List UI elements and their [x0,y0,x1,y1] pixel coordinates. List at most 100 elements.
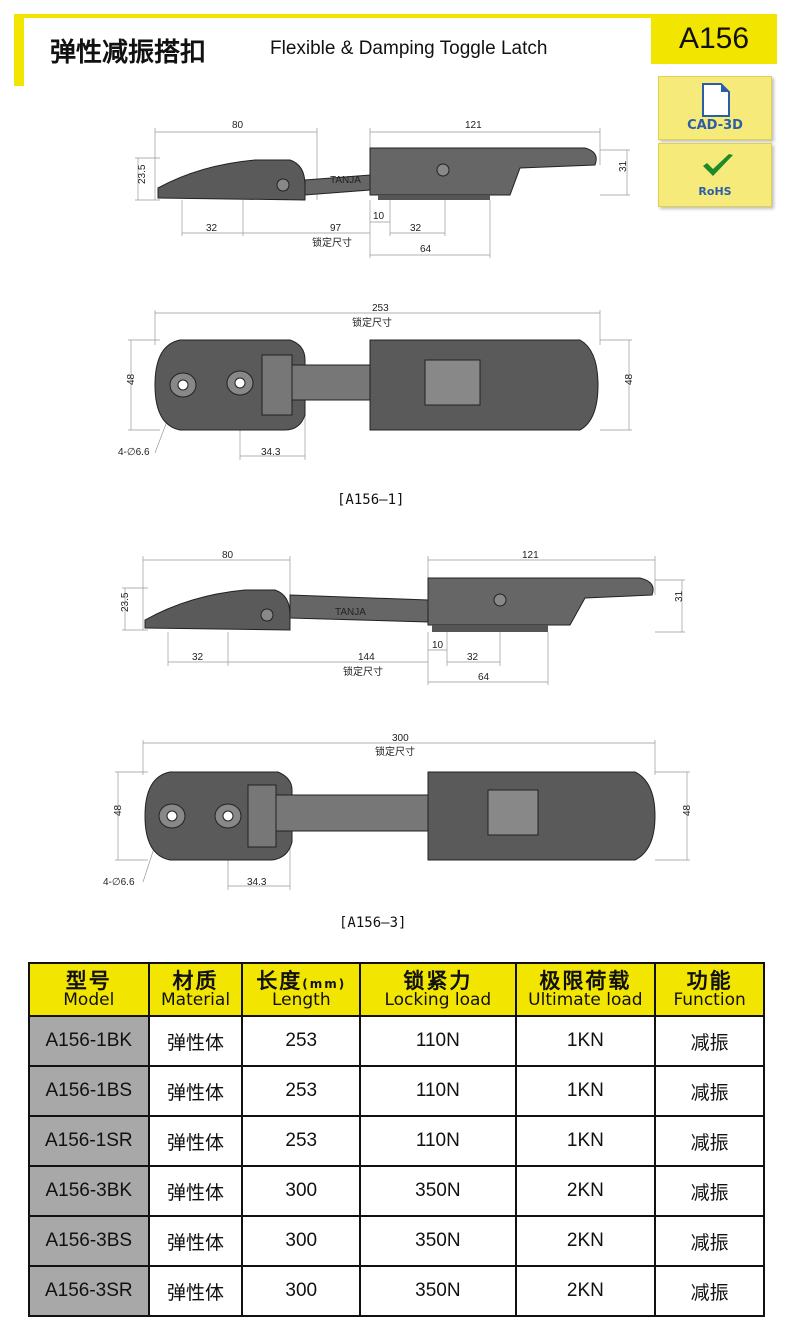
page-title-cn: 弹性减振搭扣 [50,38,207,68]
svg-text:31: 31 [674,590,685,602]
table-row: A156-1SR 弹性体 253 110N 1KN 减振 [28,1115,765,1167]
svg-text:144: 144 [358,652,375,663]
svg-text:23.5: 23.5 [137,164,148,184]
svg-text:32: 32 [192,652,204,663]
table-row: A156-3BS 弹性体 300 350N 2KN 减振 [28,1215,765,1267]
cell-function: 减振 [654,1115,765,1167]
svg-text:TANJA: TANJA [335,607,366,618]
table-row: A156-3BK 弹性体 300 350N 2KN 减振 [28,1165,765,1217]
cell-function: 减振 [654,1065,765,1117]
cell-material: 弹性体 [147,1265,244,1317]
svg-text:64: 64 [478,672,490,683]
cell-length: 300 [241,1265,362,1317]
cell-ultimate-load: 1KN [514,1115,657,1167]
th-length: 长度(mm)Length [241,962,362,1017]
side-view-3: TANJA 80 121 23.5 31 32 144 10 32 64 锁定尺… [120,550,685,685]
cell-ultimate-load: 2KN [514,1165,657,1217]
page-title-en: Flexible & Damping Toggle Latch [270,38,548,59]
cell-length: 253 [241,1065,362,1117]
cell-function: 减振 [654,1265,765,1317]
cell-model: A156-1SR [28,1115,150,1167]
cell-material: 弹性体 [147,1065,244,1117]
svg-text:10: 10 [373,211,385,222]
cell-ultimate-load: 1KN [514,1065,657,1117]
rohs-label: RoHS [698,185,732,198]
svg-text:64: 64 [420,244,432,255]
top-view-3: 300 锁定尺寸 48 48 34.3 4-∅6.6 [103,733,693,890]
svg-text:10: 10 [432,640,444,651]
cell-material: 弹性体 [147,1165,244,1217]
svg-text:48: 48 [113,804,124,816]
cell-model: A156-3SR [28,1265,150,1317]
svg-text:80: 80 [232,120,244,131]
svg-text:31: 31 [618,160,629,172]
svg-text:TANJA: TANJA [330,175,361,186]
cell-function: 减振 [654,1015,765,1067]
svg-text:253: 253 [372,303,389,314]
cell-model: A156-3BK [28,1165,150,1217]
svg-text:锁定尺寸: 锁定尺寸 [312,236,352,249]
svg-text:48: 48 [624,373,635,385]
svg-text:32: 32 [410,223,422,234]
svg-text:锁定尺寸: 锁定尺寸 [352,316,392,329]
caption-a156-1: [A156—1] [337,492,405,508]
svg-text:4-∅6.6: 4-∅6.6 [103,877,135,888]
table-row: A156-1BS 弹性体 253 110N 1KN 减振 [28,1065,765,1117]
cell-material: 弹性体 [147,1215,244,1267]
cad-3d-label: CAD-3D [687,118,743,133]
cell-locking-load: 110N [359,1065,517,1117]
cell-function: 减振 [654,1215,765,1267]
cell-locking-load: 350N [359,1165,517,1217]
cell-ultimate-load: 1KN [514,1015,657,1067]
table-row: A156-3SR 弹性体 300 350N 2KN 减振 [28,1265,765,1317]
cell-locking-load: 350N [359,1215,517,1267]
rohs-badge: RoHS [658,143,772,207]
cell-locking-load: 110N [359,1115,517,1167]
svg-text:121: 121 [465,120,482,131]
model-badge: A156 [651,14,777,64]
svg-text:300: 300 [392,733,409,744]
cell-model: A156-1BS [28,1065,150,1117]
side-view-1: TANJA 80 121 23.5 31 32 97 10 32 64 锁定尺寸 [135,120,630,258]
cell-model: A156-1BK [28,1015,150,1067]
svg-text:48: 48 [126,373,137,385]
cell-ultimate-load: 2KN [514,1265,657,1317]
svg-text:48: 48 [682,804,693,816]
svg-text:32: 32 [467,652,479,663]
cell-length: 253 [241,1115,362,1167]
svg-text:80: 80 [222,550,234,561]
caption-a156-3: [A156—3] [339,915,407,931]
svg-text:32: 32 [206,223,218,234]
svg-text:97: 97 [330,223,342,234]
cell-ultimate-load: 2KN [514,1215,657,1267]
cell-material: 弹性体 [147,1115,244,1167]
cell-function: 减振 [654,1165,765,1217]
header-accent-bar [14,14,24,86]
cell-length: 253 [241,1015,362,1067]
cell-locking-load: 110N [359,1015,517,1067]
svg-text:锁定尺寸: 锁定尺寸 [343,665,383,678]
drawing-a156-3: TANJA 80 121 23.5 31 32 144 10 32 64 锁定尺… [103,550,693,890]
table-row: A156-1BK 弹性体 253 110N 1KN 减振 [28,1015,765,1067]
cell-length: 300 [241,1165,362,1217]
svg-text:34.3: 34.3 [247,877,267,888]
cell-model: A156-3BS [28,1215,150,1267]
svg-text:4-∅6.6: 4-∅6.6 [118,447,150,458]
drawing-a156-1: TANJA 80 121 23.5 31 32 97 10 32 64 锁定尺寸 [118,120,635,460]
svg-text:34.3: 34.3 [261,447,281,458]
svg-text:121: 121 [522,550,539,561]
svg-text:锁定尺寸: 锁定尺寸 [375,745,415,758]
checkmark-icon [703,154,733,176]
cad-3d-badge[interactable]: CAD-3D [658,76,772,140]
top-view-1: 253 锁定尺寸 48 48 34.3 4-∅6.6 [118,303,635,460]
svg-text:23.5: 23.5 [120,592,131,612]
cell-material: 弹性体 [147,1015,244,1067]
document-icon [702,83,730,117]
